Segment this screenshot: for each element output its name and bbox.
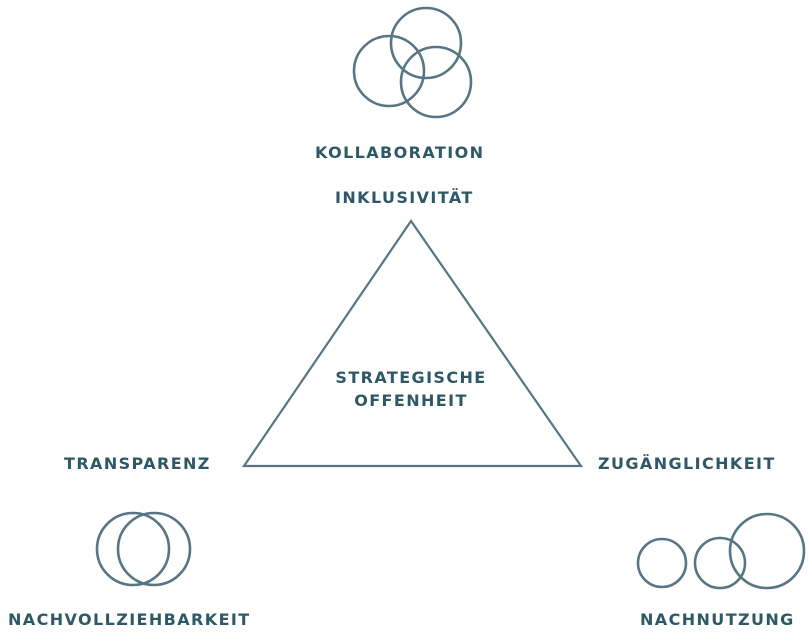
kollaboration-circle-left [352,34,426,108]
kollaboration-icon [352,6,473,119]
nachnutzung-icon [636,512,806,590]
label-zugaenglichkeit: ZUGÄNGLICHKEIT [598,454,776,473]
nachvollziehbarkeit-circle-left [95,511,171,587]
kollaboration-circle-right [399,45,473,119]
center-title-line2: OFFENHEIT [354,391,468,410]
label-transparenz: TRANSPARENZ [64,454,211,473]
center-title-line1: STRATEGISCHE [335,368,487,387]
nachvollziehbarkeit-icon [95,511,192,587]
nachnutzung-circle-medium [693,536,747,590]
center-title: STRATEGISCHE OFFENHEIT [311,370,511,409]
label-inklusivitaet: INKLUSIVITÄT [335,188,474,207]
openness-triangle [241,219,584,468]
nachvollziehbarkeit-circle-right [116,511,192,587]
nachnutzung-circle-small [636,537,688,589]
label-nachvollziehbarkeit: NACHVOLLZIEHBARKEIT [8,610,251,629]
kollaboration-circle-top [389,6,463,80]
nachnutzung-circle-large [728,512,806,590]
label-nachnutzung: NACHNUTZUNG [640,610,795,629]
label-kollaboration: KOLLABORATION [315,143,485,162]
